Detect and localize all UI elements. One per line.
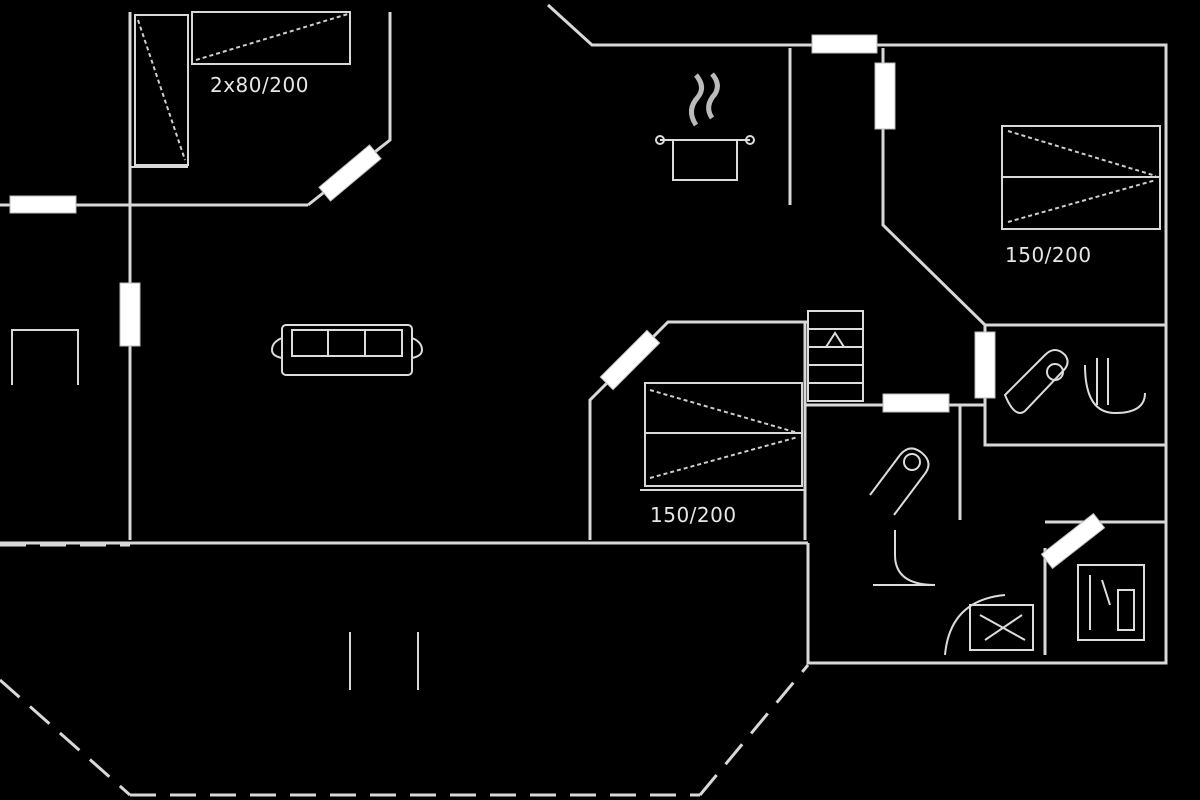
shelf-icon (807, 310, 864, 402)
bed-label-bedroom-3: 150/200 (1005, 243, 1092, 267)
shower-icon (869, 447, 936, 586)
window-west (9, 195, 77, 214)
windows (9, 34, 1106, 570)
toilet-icon (1003, 349, 1069, 414)
window-bedroom2-diag (599, 329, 661, 391)
bed-label-bedroom-2: 150/200 (650, 503, 737, 527)
window-bedroom1-diag (318, 144, 382, 202)
spa-tub-icon (944, 594, 1034, 656)
window-bath (974, 331, 996, 399)
bed-bedroom-1 (134, 11, 351, 166)
window-hall (882, 393, 950, 413)
bed-bedroom-3 (1001, 125, 1161, 230)
sauna-bench-icon (1077, 564, 1145, 641)
window-living-west (119, 282, 141, 347)
walls (0, 3, 1168, 797)
stove-icon (655, 72, 755, 181)
window-sauna-diag (1040, 512, 1106, 570)
bed-bedroom-2 (644, 382, 803, 487)
window-kitchen-north (811, 34, 878, 54)
window-bedroom3-west (874, 62, 896, 130)
sink-icon (1084, 358, 1146, 415)
sofa-icon (270, 324, 424, 376)
bed-label-bedroom-1: 2x80/200 (210, 73, 309, 97)
